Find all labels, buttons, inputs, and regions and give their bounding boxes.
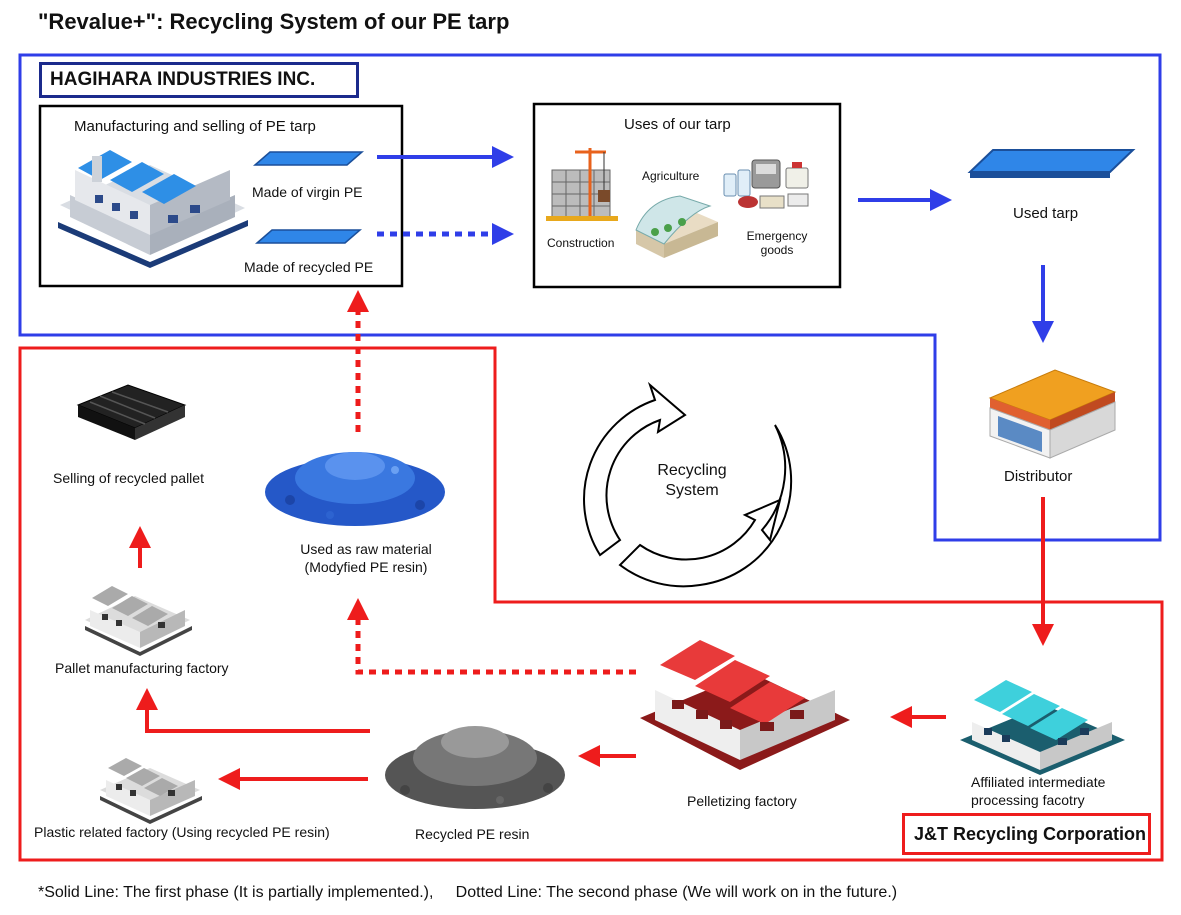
emergency-goods-icon: [723, 159, 809, 209]
recycling-system-label: Recycling System: [657, 462, 727, 499]
construction-label: Construction: [547, 236, 615, 250]
uses-title: Uses of our tarp: [624, 116, 731, 133]
footnote: *Solid Line: The first phase (It is part…: [38, 884, 898, 901]
pelletizing-factory-icon: [640, 640, 850, 770]
arrow-pelletizing-to-raw-material-dotted: [347, 598, 636, 675]
virgin-tarp-icon: [252, 151, 365, 166]
recycled-pe-label: Made of recycled PE: [244, 259, 374, 275]
hagihara-boundary: [18, 53, 1162, 542]
hagihara-factory-icon: [58, 150, 248, 268]
affiliated-factory-icon: [960, 680, 1125, 775]
used-tarp-icon: [967, 149, 1136, 173]
used-tarp-label: Used tarp: [1013, 205, 1079, 222]
selling-pallet-label: Selling of recycled pallet: [53, 470, 204, 486]
plastic-factory-icon: [100, 758, 202, 824]
distributor-label: Distributor: [1004, 468, 1073, 485]
affiliated-factory-label: Affiliated intermediate processing facot…: [971, 774, 1106, 808]
jt-boundary: [18, 346, 1164, 862]
recycled-pe-resin-label: Recycled PE resin: [415, 826, 530, 842]
raw-material-label: Used as raw material (Modyfied PE resin): [300, 541, 432, 575]
page-title: "Revalue+": Recycling System of our PE t…: [38, 9, 510, 34]
agriculture-label: Agriculture: [642, 169, 700, 183]
jt-company-label: J&T Recycling Corporation: [902, 813, 1151, 855]
pelletizing-factory-label: Pelletizing factory: [687, 793, 797, 809]
emergency-goods-label: Emergency goods: [746, 229, 808, 257]
greenhouse-icon: [635, 195, 718, 258]
plastic-factory-label: Plastic related factory (Using recycled …: [34, 824, 330, 840]
recycled-tarp-icon: [254, 229, 363, 244]
construction-icon: [546, 148, 618, 221]
arrow-resin-to-pallet-factory: [136, 688, 370, 733]
recycled-pallet-icon: [76, 384, 187, 440]
recycling-cycle-icon: [583, 381, 793, 588]
pallet-factory-label: Pallet manufacturing factory: [55, 660, 229, 676]
pallet-factory-icon: [85, 586, 192, 656]
recycled-pe-resin-icon: [385, 726, 565, 809]
virgin-pe-label: Made of virgin PE: [252, 184, 363, 200]
manufacturing-title: Manufacturing and selling of PE tarp: [74, 118, 316, 135]
hagihara-company-label: HAGIHARA INDUSTRIES INC.: [39, 62, 359, 98]
modified-pe-resin-icon: [265, 452, 445, 526]
distributor-icon: [988, 369, 1117, 459]
